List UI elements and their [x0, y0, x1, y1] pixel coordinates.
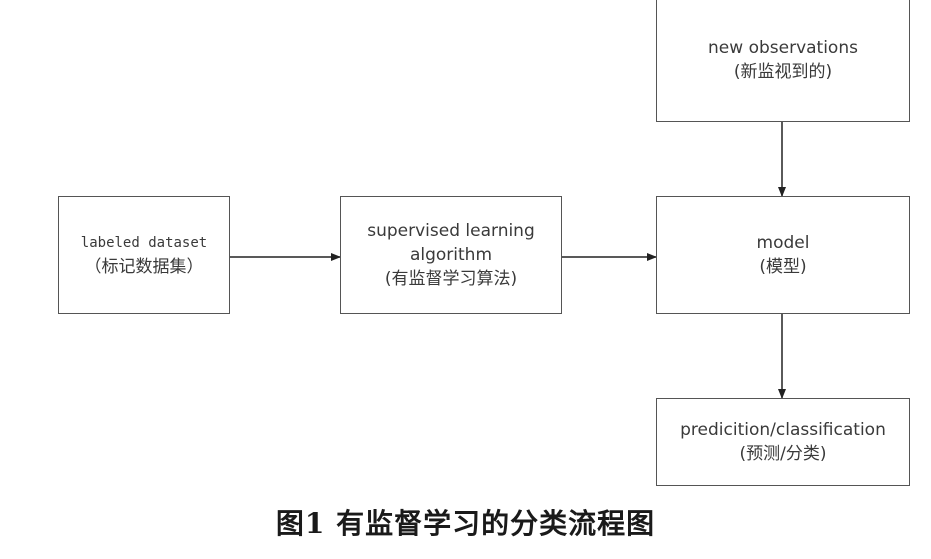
node-prediction: predicition/classification (预测/分类) [656, 398, 910, 486]
node-new-observations-label: new observations [708, 38, 858, 58]
node-labeled-dataset: labeled dataset （标记数据集） [58, 196, 230, 314]
node-algorithm-label-2: algorithm [409, 245, 493, 265]
node-labeled-dataset-sublabel: （标记数据集） [84, 257, 204, 277]
node-model-sublabel: (模型) [759, 257, 807, 277]
node-algorithm-label-1: supervised learning [367, 221, 535, 241]
figure-caption: 图1 有监督学习的分类流程图 [275, 507, 656, 540]
node-algorithm-sublabel: (有监督学习算法) [384, 269, 518, 289]
node-prediction-sublabel: (预测/分类) [739, 444, 827, 464]
node-new-observations: new observations (新监视到的) [656, 0, 910, 122]
node-prediction-label: predicition/classification [680, 420, 886, 440]
node-labeled-dataset-label: labeled dataset [80, 235, 208, 251]
node-supervised-algorithm: supervised learning algorithm (有监督学习算法) [340, 196, 562, 314]
node-model-label: model [756, 233, 810, 253]
node-model: model (模型) [656, 196, 910, 314]
node-new-observations-sublabel: (新监视到的) [733, 62, 833, 82]
